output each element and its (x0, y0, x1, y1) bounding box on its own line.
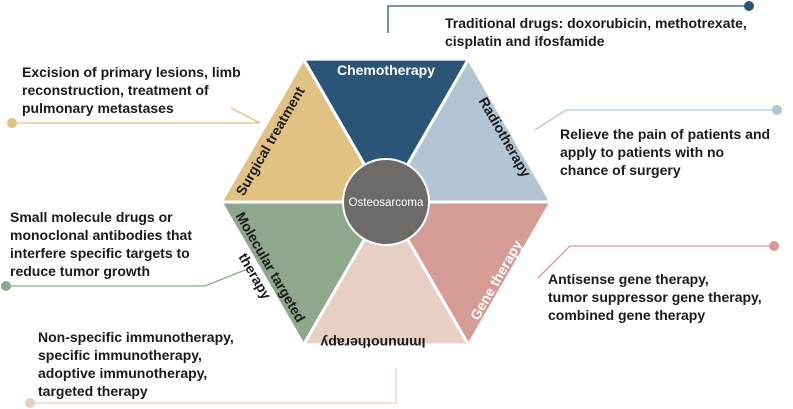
description-line: pulmonary metastases (22, 100, 174, 116)
connector-chemotherapy (387, 5, 749, 33)
connector-dot-gene-therapy (769, 241, 779, 251)
segment-surgical-treatment[interactable] (218, 56, 389, 204)
connector-dot-molecular-targeted-therapy (1, 281, 11, 291)
description-line: chance of surgery (560, 162, 681, 178)
connector-dot-radiotherapy (772, 105, 782, 115)
description-line: combined gene therapy (548, 307, 706, 323)
description-line: Non-specific immunotherapy, (38, 329, 234, 345)
description-immunotherapy: Non-specific immunotherapy, specific imm… (38, 328, 234, 400)
description-surgical-treatment: Excision of primary lesions, limb recons… (22, 63, 241, 117)
treatment-wheel (218, 56, 554, 348)
description-line: apply to patients with no (560, 144, 725, 160)
description-radiotherapy: Relieve the pain of patients and apply t… (560, 125, 770, 179)
description-line: Traditional drugs: doxorubicin, methotre… (445, 15, 747, 31)
description-line: Small molecule drugs or (10, 209, 173, 225)
connector-gene-therapy (537, 245, 774, 279)
segment-label-chemotherapy: Chemotherapy (337, 62, 435, 78)
segment-label-immunotherapy: Immunotherapy (320, 335, 425, 351)
description-line: cisplatin and ifosfamide (445, 33, 605, 49)
description-line: adoptive immunotherapy, (38, 365, 208, 381)
description-line: reduce tumor growth (10, 263, 151, 279)
description-line: Excision of primary lesions, limb (22, 64, 241, 80)
connector-dot-surgical-treatment (7, 118, 17, 128)
center-hub[interactable] (342, 158, 430, 246)
description-line: targeted therapy (38, 383, 148, 399)
center-label: Osteosarcoma (349, 197, 424, 209)
description-line: specific immunotherapy, (38, 347, 202, 363)
description-line: Relieve the pain of patients and (560, 126, 771, 142)
connector-radiotherapy (534, 109, 777, 131)
description-line: monoclonal antibodies that (10, 227, 193, 243)
description-chemotherapy: Traditional drugs: doxorubicin, methotre… (445, 14, 747, 50)
connector-molecular-targeted-therapy (6, 267, 251, 287)
connector-dot-immunotherapy (25, 398, 35, 408)
connector-dot-chemotherapy (744, 1, 754, 11)
description-line: Antisense gene therapy, (548, 271, 709, 287)
description-line: reconstruction, treatment of (22, 82, 209, 98)
description-line: tumor suppressor gene therapy, (548, 289, 762, 305)
description-molecular-targeted-therapy: Small molecule drugs or monoclonal antib… (10, 208, 192, 280)
connector-immunotherapy (30, 368, 397, 404)
description-line: interfere specific targets to (10, 245, 190, 261)
description-gene-therapy: Antisense gene therapy, tumor suppressor… (548, 270, 762, 324)
connector-surgical-treatment (12, 107, 261, 124)
